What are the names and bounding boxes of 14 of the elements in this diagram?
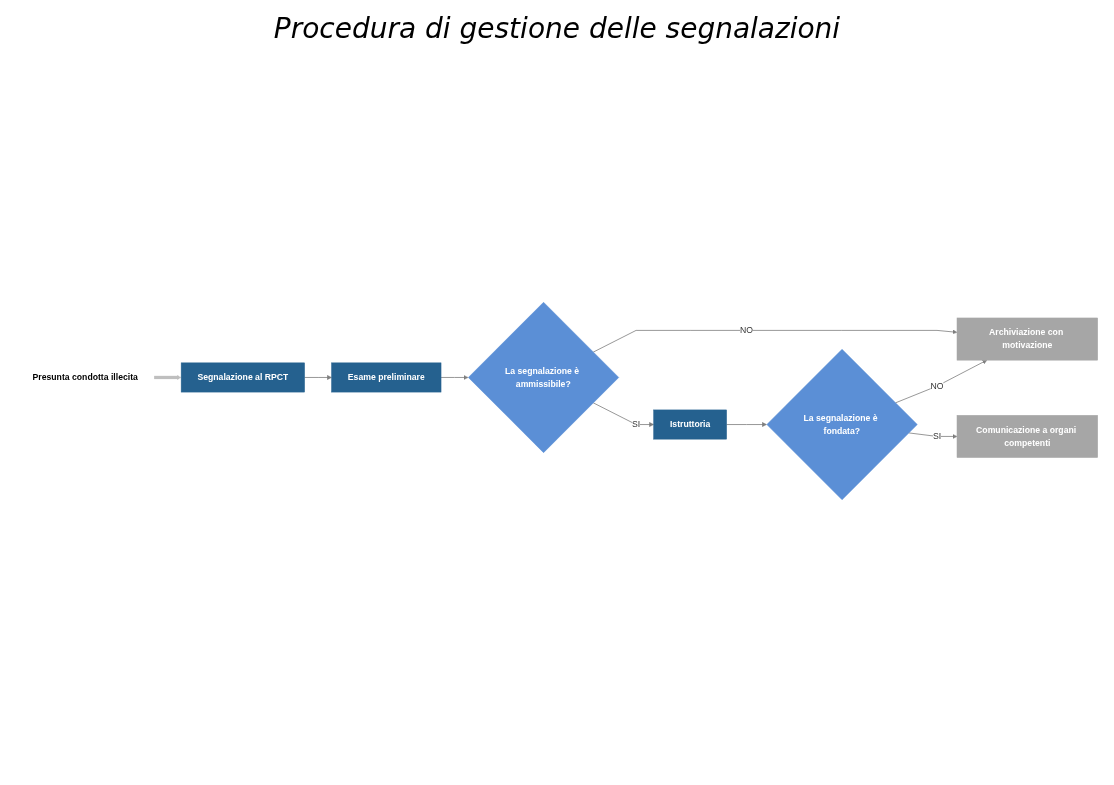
node-box: Segnalazione al RPCT [180,362,305,393]
node-diamond: La segnalazione è ammissibile? [468,302,619,453]
edge-label: SI [932,431,942,441]
node-text: Presunta condotta illecita [32,372,138,382]
node-box: Archiviazione con motivazione [956,317,1098,361]
diagram-title: Procedura di gestione delle segnalazioni [272,12,842,45]
edge-label: SI [632,419,641,429]
node-diamond: La segnalazione è fondata? [766,349,918,500]
edge-label: NO [740,325,754,335]
node-box: Comunicazione a organi competenti [956,415,1098,458]
node-box: Esame preliminare [331,362,442,393]
arrow [154,375,182,380]
edge-label: NO [930,381,944,391]
node-box: Istruttoria [653,409,727,440]
